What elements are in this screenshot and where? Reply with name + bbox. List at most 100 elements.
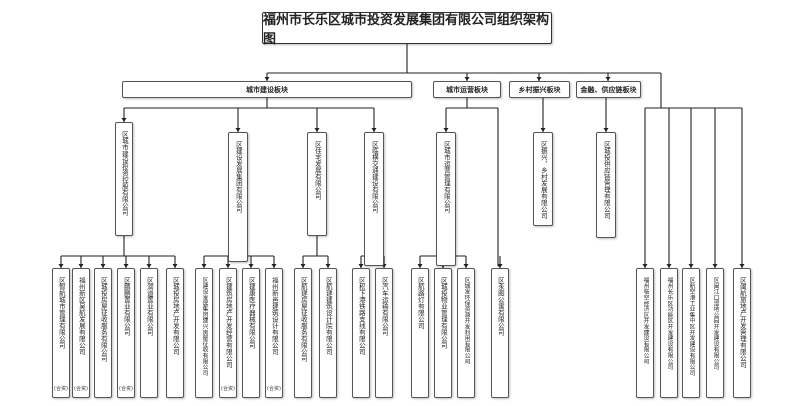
level3-company-name: 区航空港工业集中区开发建设有限公司 <box>688 277 695 376</box>
arrowhead <box>464 77 470 81</box>
jv-mark: (合资) <box>221 386 235 392</box>
level3-company-22: 区闽江口湿地公园开发建设有限公司 <box>706 268 724 398</box>
level3-company-name: 福州新区吴航发展有限公司 <box>77 277 86 355</box>
level3-company-6: 区城投房地产开发有限公司 <box>166 268 184 398</box>
level3-company-11: 区航建房屋征收服务有限公司 <box>294 268 312 398</box>
arrowhead <box>443 128 449 132</box>
jv-mark: (合资) <box>74 386 88 392</box>
level2-company-name: 区城投供应链管理有限公司 <box>602 141 611 219</box>
level3-company-name: 福州新邑建筑设计有限公司 <box>270 277 279 355</box>
level3-company-13: 区松下港铁路支线有限公司 <box>352 268 370 398</box>
level3-company-name: 区城投房地产开发有限公司 <box>171 277 180 355</box>
level3-company-name: 区航建房屋征收服务有限公司 <box>299 277 308 362</box>
arrowhead <box>603 128 609 132</box>
segment-rural-revitalization: 乡村振兴板块 <box>509 81 570 98</box>
level3-company-14: 区汽车运输有限公司 <box>375 268 393 398</box>
level3-company-12: 区航建建筑设计院有限公司 <box>319 268 337 398</box>
level3-company-name: 区建设发展集团建兴房屋征收有限公司 <box>201 277 208 376</box>
level3-company-17: 区城发环保资源开发利用有限公司 <box>457 268 475 398</box>
arrowhead <box>300 264 306 268</box>
level3-company-20: 福州长乐区功能区开发建设有限公司 <box>660 268 678 398</box>
level2-company-name: 区建设发展集团有限公司 <box>234 141 243 213</box>
arrowhead <box>225 264 231 268</box>
arrowhead <box>739 264 745 268</box>
level3-company-5: 区润道置业有限公司 <box>140 268 158 398</box>
level2-company-name: 区城市建设投资控股有限公司 <box>120 131 129 216</box>
level3-company-21: 区航空港工业集中区开发建设有限公司 <box>682 268 700 398</box>
level3-company-7: 区建设发展集团建兴房屋征收有限公司 <box>195 268 213 398</box>
arrowhead <box>540 128 546 132</box>
segment-finance-supply-chain: 金融、供应链板块 <box>576 81 641 98</box>
arrowhead <box>358 264 364 268</box>
level2-company-2: 区建设发展集团有限公司 <box>228 132 248 262</box>
arrowhead <box>248 264 254 268</box>
level3-company-name: 区城发环保资源开发利用有限公司 <box>463 277 470 364</box>
level3-company-19: 福州临空经济区开发建设有限公司 <box>636 268 654 398</box>
level3-company-name: 区航路灯有限公司 <box>416 277 425 329</box>
arrowhead <box>146 264 152 268</box>
level2-company-1: 区城市建设投资控股有限公司 <box>115 122 133 236</box>
level3-company-16: 区城投物业管理有限公司 <box>434 268 452 398</box>
level3-company-9: 区建康医疗器械有限公司 <box>242 268 260 398</box>
arrowhead <box>371 128 377 132</box>
level3-company-2: 福州新区吴航发展有限公司 <box>72 268 90 398</box>
arrowhead <box>314 128 320 132</box>
arrowhead <box>264 77 270 81</box>
level3-company-name: 区永图公寓有限公司 <box>496 277 505 336</box>
level2-company-name: 区住宅发展有限公司 <box>313 141 322 200</box>
level3-company-name: 区汽车运输有限公司 <box>380 277 389 336</box>
arrowhead <box>605 77 611 81</box>
level2-company-3: 区住宅发展有限公司 <box>307 132 327 236</box>
level3-company-name: 区城投房屋征收服务有限公司 <box>99 277 108 362</box>
level3-company-name: 福州长乐区功能区开发建设有限公司 <box>666 277 673 370</box>
level2-company-5: 区城市运营管理有限公司 <box>436 132 456 266</box>
level3-company-4: 区鹏鹏置业有限公司 <box>117 268 135 398</box>
arrowhead <box>100 264 106 268</box>
segment-urban-construction: 城市建设板块 <box>122 81 412 98</box>
arrowhead <box>271 264 277 268</box>
level3-company-name: 区航建建筑设计院有限公司 <box>324 277 333 355</box>
arrowhead <box>497 264 503 268</box>
level3-company-23: 区闽航旅地产开发管理有限公司 <box>733 268 751 398</box>
level3-company-name: 区闽航旅地产开发管理有限公司 <box>738 277 747 368</box>
arrowhead <box>642 264 648 268</box>
arrowhead <box>463 264 469 268</box>
level3-company-name: 区闽江口湿地公园开发建设有限公司 <box>712 277 719 370</box>
level2-company-name: 区临横交通建设有限公司 <box>370 141 379 213</box>
level3-company-name: 区城投物业管理有限公司 <box>439 277 448 349</box>
org-chart-title: 福州市长乐区城市投资发展集团有限公司组织架构图 <box>262 12 552 47</box>
level2-company-6: 区振兴、乡村发展有限公司 <box>533 132 553 226</box>
jv-mark: (合资) <box>119 386 133 392</box>
jv-mark: (合资) <box>267 386 281 392</box>
level3-company-10: 福州新邑建筑设计有限公司 <box>265 268 283 398</box>
level2-company-7: 区城投供应链管理有限公司 <box>596 132 616 238</box>
level3-company-15: 区航路灯有限公司 <box>411 268 429 398</box>
arrowhead <box>235 128 241 132</box>
level3-company-name: 区鹏鹏置业有限公司 <box>122 277 131 336</box>
level3-company-name: 区智航城市管理有限公司 <box>57 277 66 349</box>
level3-company-name: 区松下港铁路支线有限公司 <box>357 277 366 355</box>
segment-urban-operation: 城市运营板块 <box>433 81 501 98</box>
arrowhead <box>666 264 672 268</box>
arrowhead <box>201 264 207 268</box>
level2-company-4: 区临横交通建设有限公司 <box>364 132 384 266</box>
arrowhead <box>325 264 331 268</box>
level2-company-name: 区城市运营管理有限公司 <box>442 141 451 213</box>
level3-company-name: 福州临空经济区开发建设有限公司 <box>642 277 649 364</box>
arrowhead <box>58 264 64 268</box>
level3-company-name: 区润道置业有限公司 <box>145 277 154 336</box>
arrowhead <box>172 264 178 268</box>
level3-company-3: 区城投房屋征收服务有限公司 <box>94 268 112 398</box>
jv-mark: (合资) <box>54 386 68 392</box>
level3-company-18: 区永图公寓有限公司 <box>491 268 509 398</box>
arrowhead <box>536 77 542 81</box>
arrowhead <box>688 264 694 268</box>
level3-company-1: 区智航城市管理有限公司 <box>52 268 70 398</box>
arrowhead <box>123 264 129 268</box>
arrowhead <box>78 264 84 268</box>
arrowhead <box>712 264 718 268</box>
arrowhead <box>417 264 423 268</box>
level3-company-8: 区建筑房地产开发经营有限公司 <box>219 268 237 398</box>
